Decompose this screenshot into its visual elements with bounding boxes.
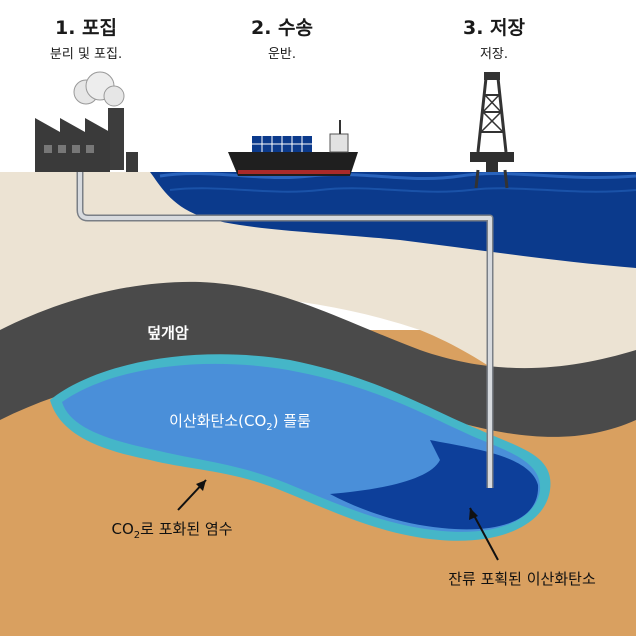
brine-label-main: CO xyxy=(112,520,134,538)
sea-wave-line xyxy=(159,171,636,181)
caprock-layer xyxy=(0,281,636,437)
plume-label: 이산화탄소(CO2) 플룸 xyxy=(169,412,311,433)
storage-platform-icon xyxy=(470,72,514,189)
capture-plant-icon xyxy=(35,71,138,172)
plume-label-subscript: 2 xyxy=(266,422,272,433)
brine-label: CO2로 포화된 염수 xyxy=(112,520,233,541)
step-3-title: 3. 저장 xyxy=(463,17,526,39)
co2-pipeline xyxy=(78,160,492,488)
brine-arrowhead xyxy=(196,480,206,491)
residual-trapped-co2 xyxy=(330,440,539,530)
plume-label-main: 이산화탄소(CO xyxy=(169,412,266,430)
step-1-title: 1. 포집 xyxy=(55,17,117,39)
step-2-title: 2. 수송 xyxy=(251,17,313,39)
residual-label: 잔류 포획된 이산화탄소 xyxy=(448,570,596,588)
brine-label-end: 로 포화된 염수 xyxy=(140,520,232,538)
caprock-label: 덮개암 xyxy=(147,324,189,342)
brine-label-subscript: 2 xyxy=(134,530,140,541)
step-1-subtitle: 분리 및 포집. xyxy=(50,47,122,62)
residual-arrowhead xyxy=(469,508,478,520)
step-2-subtitle: 운반. xyxy=(268,47,296,62)
plume-label-end: ) 플룸 xyxy=(273,412,311,430)
sea-wave-line xyxy=(169,187,636,193)
step-3-subtitle: 저장. xyxy=(480,47,508,62)
transport-ship-icon xyxy=(228,120,358,176)
